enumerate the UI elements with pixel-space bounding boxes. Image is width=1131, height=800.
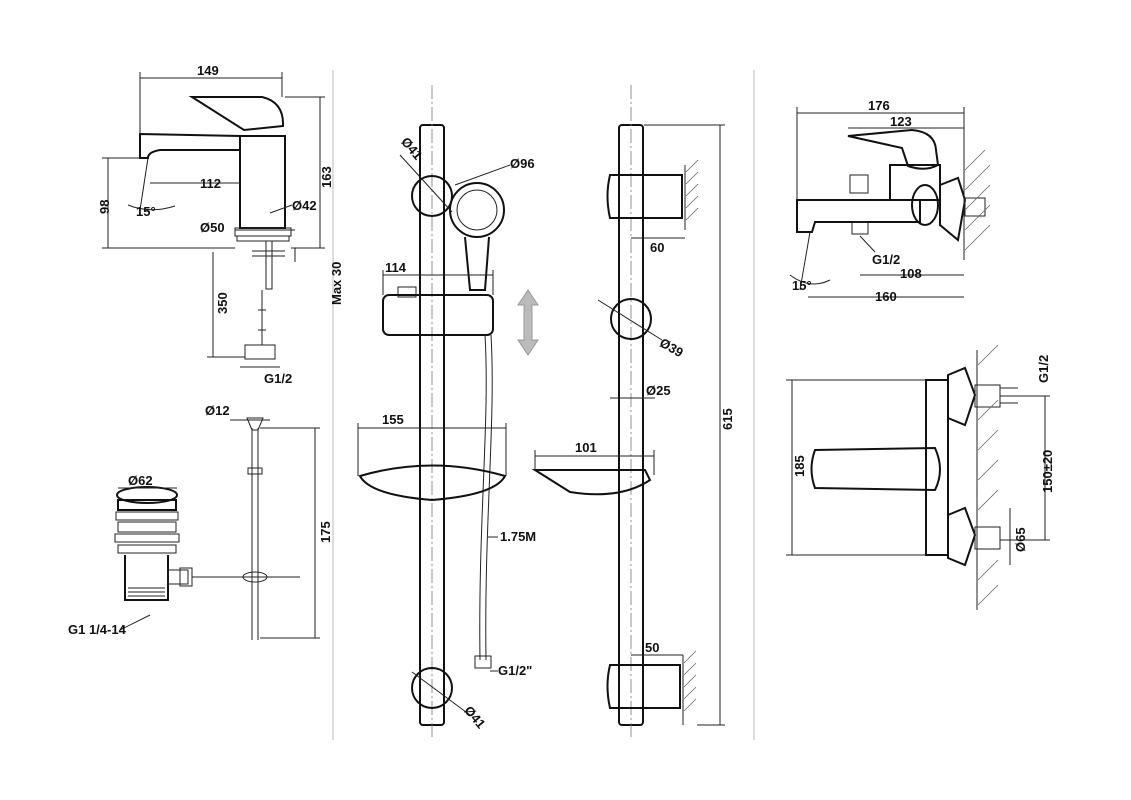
- shower-hose-length-label: 1.75M: [500, 529, 536, 544]
- bath-mixer-side-view: 176 123 G1/2 108 160 15°: [789, 98, 991, 304]
- bath-reach-a-label: 108: [900, 266, 922, 281]
- side-slider-dia-label: Ø39: [657, 335, 686, 360]
- waste-cap-dia-label: Ø62: [128, 473, 153, 488]
- bath-top-thread-label: G1/2: [1036, 355, 1051, 383]
- bath-angle-label: 15°: [792, 278, 812, 293]
- shower-dish-width-label: 155: [382, 412, 404, 427]
- shower-set-side-view: 60 Ø39 Ø25 101 50 615: [531, 85, 735, 740]
- basin-spout-height-label: 98: [97, 200, 112, 214]
- waste-rod-dia-label: Ø12: [205, 403, 230, 418]
- shower-head-dia-label: Ø96: [510, 156, 535, 171]
- slide-arrow-icon: [517, 289, 539, 356]
- bath-reach-b-label: 160: [875, 289, 897, 304]
- waste-thread-label: G1 1/4-14: [68, 622, 127, 637]
- basin-reach-label: 112: [200, 176, 221, 191]
- shower-top-dia-label: Ø41: [398, 134, 425, 162]
- shower-hose-thread-label: G1/2": [498, 663, 532, 678]
- basin-thread-label: G1/2: [264, 371, 292, 386]
- side-bottom-bracket-label: 50: [645, 640, 659, 655]
- side-dish-depth-label: 101: [575, 440, 597, 455]
- bath-width-label: 176: [868, 98, 890, 113]
- side-bracket-depth-label: 60: [650, 240, 664, 255]
- bath-centers-label: 150±20: [1040, 450, 1055, 493]
- basin-height-label: 163: [319, 166, 334, 188]
- shower-set-front-view: Ø41 Ø96 114 155 1.75M G1/2" Ø41: [357, 85, 539, 740]
- side-rail-dia-label: Ø25: [646, 383, 671, 398]
- bath-mixer-top-view: 185 G1/2 150±20 Ø65: [786, 344, 1055, 610]
- basin-base-dia-label: Ø50: [200, 220, 225, 235]
- bath-flange-dia-label: Ø65: [1013, 527, 1028, 552]
- basin-deck-max-label: Max 30: [329, 262, 344, 305]
- basin-angle-label: 15°: [136, 204, 156, 219]
- bath-top-height-label: 185: [792, 455, 807, 477]
- bath-side-thread-label: G1/2: [872, 252, 900, 267]
- basin-hose-length-label: 350: [215, 292, 230, 314]
- basin-width-label: 149: [197, 63, 219, 78]
- bath-lever-label: 123: [890, 114, 912, 129]
- waste-rod-height-label: 175: [318, 521, 333, 543]
- shower-slider-width-label: 114: [385, 260, 407, 275]
- basin-mixer-view: 149 163 98 112 15° Ø42 Ø50 350 G1/2 Max …: [97, 63, 344, 386]
- waste-view: Ø62 G1 1/4-14 Ø12 175: [68, 403, 333, 640]
- shower-bottom-dia-label: Ø41: [461, 703, 488, 731]
- side-rail-length-label: 615: [720, 408, 735, 430]
- basin-body-dia-label: Ø42: [292, 198, 317, 213]
